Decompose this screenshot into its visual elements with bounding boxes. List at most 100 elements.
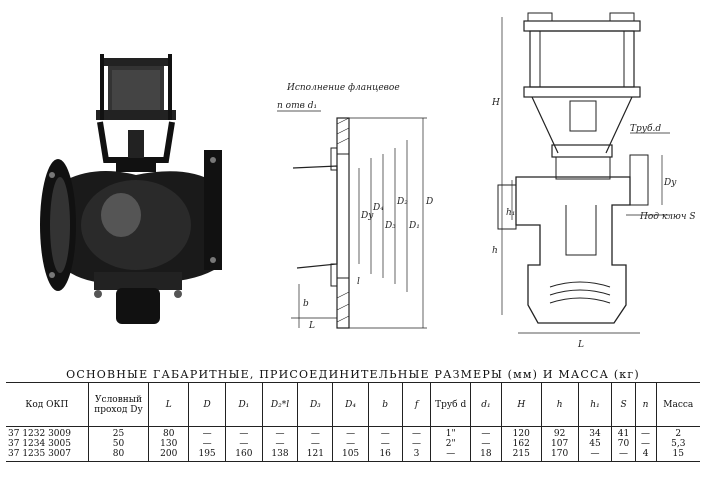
cell-D1-3: 160 bbox=[235, 449, 253, 459]
label-L-flange: L bbox=[308, 321, 315, 331]
cell-S-2: 70 bbox=[617, 439, 630, 449]
cell-S-1: 41 bbox=[617, 429, 630, 439]
cell-code-2: 37 1234 3005 bbox=[8, 439, 71, 449]
cell-S-3: — bbox=[619, 449, 629, 459]
cell-h1-2: 45 bbox=[589, 439, 601, 449]
header-trub: Труб d bbox=[430, 382, 471, 427]
cell-d1-2: — bbox=[481, 439, 491, 449]
cell-D4-2: — bbox=[346, 439, 356, 449]
cell-trub-2: 2" bbox=[445, 439, 456, 449]
cell-d1: ——18 bbox=[469, 426, 502, 462]
label-d2: D₂ bbox=[396, 197, 408, 207]
label-d1: D₁ bbox=[408, 221, 420, 231]
cell-h-2: 107 bbox=[551, 439, 569, 449]
cell-D-3: 195 bbox=[198, 449, 216, 459]
cell-h-3: 170 bbox=[551, 449, 569, 459]
header-D: D bbox=[188, 382, 226, 427]
cell-f-1: — bbox=[412, 429, 422, 439]
cell-f-3: 3 bbox=[413, 449, 420, 459]
cell-D4-1: — bbox=[346, 429, 356, 439]
cell-n-2: — bbox=[641, 439, 651, 449]
label-h: h bbox=[492, 246, 498, 256]
label-d4: D₄ bbox=[372, 203, 384, 213]
flange-drawing: Исполнение фланцевое n отв d₁ Dу D₄ D₃ D… bbox=[277, 83, 433, 331]
section-drawing: H h h₁ Труб.d Dу Под ключ S L bbox=[491, 12, 695, 350]
cell-f-2: — bbox=[412, 439, 422, 449]
cell-d1-1: — bbox=[481, 429, 491, 439]
cell-D2-1: — bbox=[275, 429, 285, 439]
cell-b-1: — bbox=[380, 429, 390, 439]
cell-D4-3: 105 bbox=[341, 449, 360, 459]
header-n: n bbox=[634, 382, 657, 427]
cell-mass-2: 5,3 bbox=[671, 439, 686, 449]
header-b: b bbox=[367, 382, 403, 427]
valve-photo bbox=[40, 54, 222, 324]
label-b: b bbox=[303, 299, 309, 309]
cell-b-2: — bbox=[380, 439, 390, 449]
cell-D-2: — bbox=[202, 439, 212, 449]
cell-H-1: 120 bbox=[512, 429, 530, 439]
cell-L-2: 130 bbox=[160, 439, 178, 449]
cell-D3-1: — bbox=[310, 429, 320, 439]
cell-f: ——3 bbox=[401, 426, 431, 462]
header-D4: D₄ bbox=[332, 382, 369, 427]
cell-D1-2: — bbox=[239, 439, 249, 449]
cell-D3-3: 121 bbox=[306, 449, 324, 459]
header-D3: D₃ bbox=[297, 382, 333, 427]
flange-caption: Исполнение фланцевое bbox=[286, 83, 400, 93]
cell-D-1: — bbox=[202, 429, 212, 439]
header-mass: Масса bbox=[655, 382, 700, 427]
cell-code-1: 37 1232 3009 bbox=[8, 429, 71, 439]
cell-L-3: 200 bbox=[160, 449, 178, 459]
label-dy-section: Dу bbox=[663, 178, 677, 188]
header-code: Код ОКП bbox=[6, 382, 89, 427]
cell-h-1: 92 bbox=[553, 429, 566, 439]
cell-b-3: 16 bbox=[379, 449, 391, 459]
header-H: H bbox=[500, 382, 542, 427]
cell-D4: ——105 bbox=[332, 426, 369, 462]
cell-D2-3: 138 bbox=[271, 449, 289, 459]
cell-trub: 1"2"— bbox=[430, 426, 471, 462]
label-h1: h₁ bbox=[506, 208, 515, 218]
label-d3: D₃ bbox=[384, 221, 396, 231]
label-d: D bbox=[425, 197, 433, 207]
header-h1: h₁ bbox=[577, 382, 612, 427]
cell-D1: ——160 bbox=[224, 426, 263, 462]
cell-L-1: 80 bbox=[162, 429, 175, 439]
cell-dy-1: 25 bbox=[112, 429, 125, 439]
label-l: l bbox=[357, 277, 360, 287]
header-L: L bbox=[148, 382, 189, 427]
label-dy: Dу bbox=[360, 211, 374, 221]
cell-h1-1: 34 bbox=[589, 429, 601, 439]
cell-b: ——16 bbox=[367, 426, 403, 462]
header-h: h bbox=[540, 382, 579, 427]
cell-n-1: — bbox=[641, 429, 651, 439]
cell-dy-3: 80 bbox=[112, 449, 125, 459]
cell-D2-2: — bbox=[275, 439, 285, 449]
cell-mass-3: 15 bbox=[672, 449, 684, 459]
label-pod-kluch: Под ключ S bbox=[639, 212, 695, 222]
label-trub: Труб.d bbox=[630, 123, 661, 134]
cell-D1-1: — bbox=[239, 429, 249, 439]
cell-trub-3: — bbox=[446, 449, 456, 459]
cell-mass-1: 2 bbox=[675, 429, 682, 439]
cell-D3: ——121 bbox=[297, 426, 333, 462]
header-dy: Условный проход Dу bbox=[87, 382, 149, 427]
cell-D3-2: — bbox=[310, 439, 320, 449]
cell-H-3: 215 bbox=[512, 449, 530, 459]
cell-D: ——195 bbox=[188, 426, 226, 462]
header-d1: d₁ bbox=[469, 382, 502, 427]
cell-code-3: 37 1235 3007 bbox=[8, 449, 71, 459]
cell-D2: ——138 bbox=[261, 426, 298, 462]
